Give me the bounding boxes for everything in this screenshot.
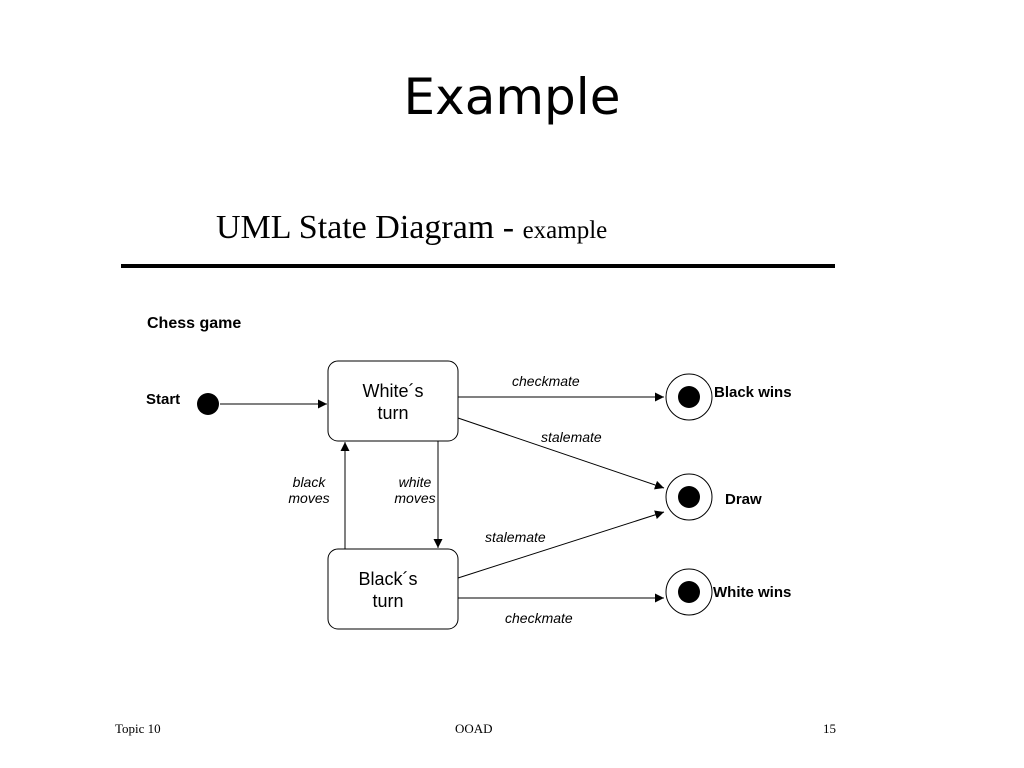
state-black-turn <box>327 548 459 630</box>
final-label-draw: Draw <box>725 491 762 508</box>
final-state-white-wins <box>665 568 713 616</box>
state-black-turn-label: Black´s turn <box>323 568 453 612</box>
edge-black-stalemate <box>457 510 665 579</box>
edge-label-black-moves-line-1: black <box>292 474 326 490</box>
final-state-black-wins <box>665 373 713 421</box>
state-white-turn <box>327 360 459 442</box>
footer-course: OOAD <box>455 721 493 736</box>
edge-label-black-stalemate: stalemate <box>485 529 546 545</box>
state-white-turn-label: White´s turn <box>328 380 458 424</box>
final-state-draw <box>665 473 713 521</box>
final-label-black-wins: Black wins <box>714 384 792 401</box>
footer-topic: Topic 10 <box>115 721 161 736</box>
heading-rule <box>121 264 835 268</box>
final-label-white-wins: White wins <box>713 584 792 601</box>
edge-label-white-moves: white moves <box>390 474 440 506</box>
slide-title: Example <box>403 68 621 126</box>
edge-label-white-stalemate: stalemate <box>541 429 602 445</box>
initial-state-dot <box>197 393 219 415</box>
diagram-heading-suffix: example <box>522 217 608 244</box>
edge-label-white-moves-line-2: moves <box>394 490 436 506</box>
diagram-name: Chess game <box>147 315 242 332</box>
diagram-heading: UML State Diagram - example <box>216 206 607 253</box>
start-label: Start <box>146 391 181 408</box>
diagram-heading-main: UML State Diagram - <box>216 209 523 246</box>
state-white-turn-line-1: White´s <box>362 381 424 401</box>
edge-label-black-checkmate: checkmate <box>505 610 573 626</box>
footer-page-number: 15 <box>823 721 836 736</box>
state-black-turn-line-1: Black´s <box>358 569 418 589</box>
edge-white-stalemate <box>457 417 665 490</box>
edge-label-white-checkmate: checkmate <box>512 373 580 389</box>
edge-label-black-moves-line-2: moves <box>288 490 330 506</box>
state-black-turn-line-2: turn <box>372 591 404 611</box>
edge-label-black-moves: black moves <box>284 474 334 506</box>
state-white-turn-line-2: turn <box>377 403 409 423</box>
edge-label-white-moves-line-1: white <box>398 474 432 490</box>
